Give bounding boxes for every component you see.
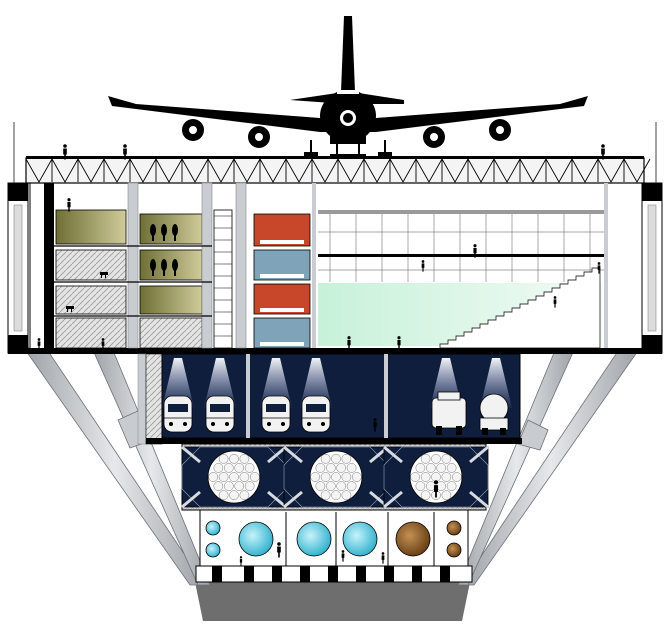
transit-level (137, 353, 522, 445)
train-icon (261, 395, 291, 433)
footing (412, 566, 422, 582)
water-pipe (238, 521, 274, 557)
spotlight (204, 358, 236, 408)
footing (440, 566, 450, 582)
water-pipe (342, 521, 378, 557)
sewer-pipe (446, 520, 462, 536)
roof-truss (25, 156, 651, 184)
dog-icon (66, 272, 108, 312)
tree-icon (150, 224, 178, 276)
grand-hall (318, 183, 608, 349)
utility-tunnels (181, 443, 489, 511)
water-pipe (296, 521, 332, 557)
cable-bundle (181, 445, 287, 509)
airplane-icon (108, 16, 588, 158)
footing (328, 566, 338, 582)
cable-bundle (283, 445, 389, 509)
train-icon (163, 395, 193, 433)
footing (356, 566, 366, 582)
support-legs (23, 347, 641, 586)
tanker-truck-icon (431, 391, 509, 435)
spotlight (260, 358, 292, 408)
footing (384, 566, 394, 582)
train-icon (205, 395, 235, 433)
train-icon (301, 395, 331, 433)
gallery-floors (54, 182, 247, 349)
footing (244, 566, 254, 582)
water-pipe (205, 520, 221, 536)
water-pipe (205, 542, 221, 558)
footing (212, 566, 222, 582)
footing (300, 566, 310, 582)
cable-bundle (383, 445, 489, 509)
sewer-pipe (395, 521, 431, 557)
spotlight (300, 358, 332, 408)
sewer-pipe (446, 542, 462, 558)
spotlight (162, 358, 194, 408)
footing (272, 566, 282, 582)
foundation (195, 581, 470, 621)
pipe-level (195, 509, 473, 583)
exhibition-rooms (253, 183, 316, 349)
